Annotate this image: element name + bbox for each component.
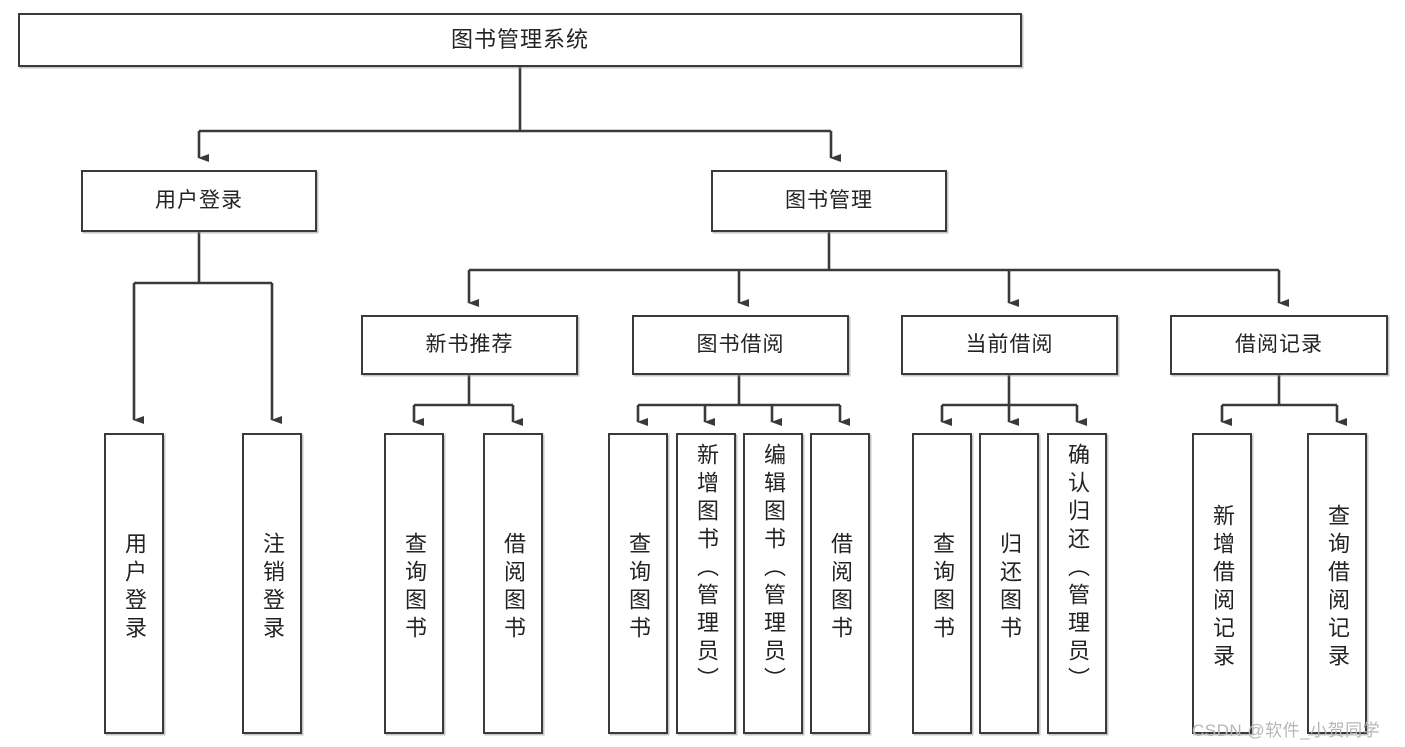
node-book-borrow[interactable]: 图书借阅 — [632, 315, 849, 375]
leaf-new-book-query[interactable]: 查询图书 — [384, 433, 444, 734]
leaf-book-borrow-edit[interactable]: 编辑图书（管理员） — [743, 433, 803, 734]
leaf-current-borrow-confirm-return[interactable]: 确认归还（管理员） — [1047, 433, 1107, 734]
node-root-system[interactable]: 图书管理系统 — [18, 13, 1022, 67]
node-borrow-record[interactable]: 借阅记录 — [1170, 315, 1388, 375]
leaf-borrow-record-query[interactable]: 查询借阅记录 — [1307, 433, 1367, 734]
node-label: 借阅图书 — [501, 531, 526, 644]
watermark-text: CSDN @软件_小贺同学 — [1192, 721, 1381, 740]
node-label: 查询图书 — [402, 531, 427, 644]
leaf-book-borrow-add[interactable]: 新增图书（管理员） — [676, 433, 736, 734]
node-label: 查询图书 — [930, 531, 955, 644]
leaf-borrow-record-add[interactable]: 新增借阅记录 — [1192, 433, 1252, 734]
leaf-user-login-login[interactable]: 用户登录 — [104, 433, 164, 734]
leaf-new-book-borrow[interactable]: 借阅图书 — [483, 433, 543, 734]
node-label: 图书管理系统 — [450, 27, 589, 53]
node-label: 借阅图书 — [828, 531, 853, 644]
node-label: 新书推荐 — [425, 332, 514, 356]
node-label: 确认归还（管理员） — [1065, 443, 1090, 695]
node-label: 图书管理 — [785, 188, 873, 212]
node-current-borrow[interactable]: 当前借阅 — [901, 315, 1118, 375]
leaf-book-borrow-borrow[interactable]: 借阅图书 — [810, 433, 870, 734]
node-label: 查询借阅记录 — [1325, 503, 1350, 672]
leaf-current-borrow-query[interactable]: 查询图书 — [912, 433, 972, 734]
node-label: 借阅记录 — [1235, 332, 1323, 356]
node-label: 用户登录 — [155, 188, 243, 212]
node-label: 查询图书 — [626, 531, 651, 644]
leaf-current-borrow-return[interactable]: 归还图书 — [979, 433, 1039, 734]
node-label: 当前借阅 — [965, 332, 1054, 356]
node-label: 用户登录 — [122, 531, 147, 644]
node-label: 新增图书（管理员） — [694, 443, 719, 695]
node-label: 归还图书 — [997, 531, 1022, 644]
node-user-login[interactable]: 用户登录 — [81, 170, 317, 232]
node-label: 图书借阅 — [696, 332, 785, 356]
node-new-book-recommend[interactable]: 新书推荐 — [361, 315, 578, 375]
leaf-user-login-logout[interactable]: 注销登录 — [242, 433, 302, 734]
node-label: 编辑图书（管理员） — [761, 443, 786, 695]
node-label: 注销登录 — [260, 531, 285, 644]
node-label: 新增借阅记录 — [1210, 503, 1235, 672]
node-book-management[interactable]: 图书管理 — [711, 170, 947, 232]
leaf-book-borrow-query[interactable]: 查询图书 — [608, 433, 668, 734]
